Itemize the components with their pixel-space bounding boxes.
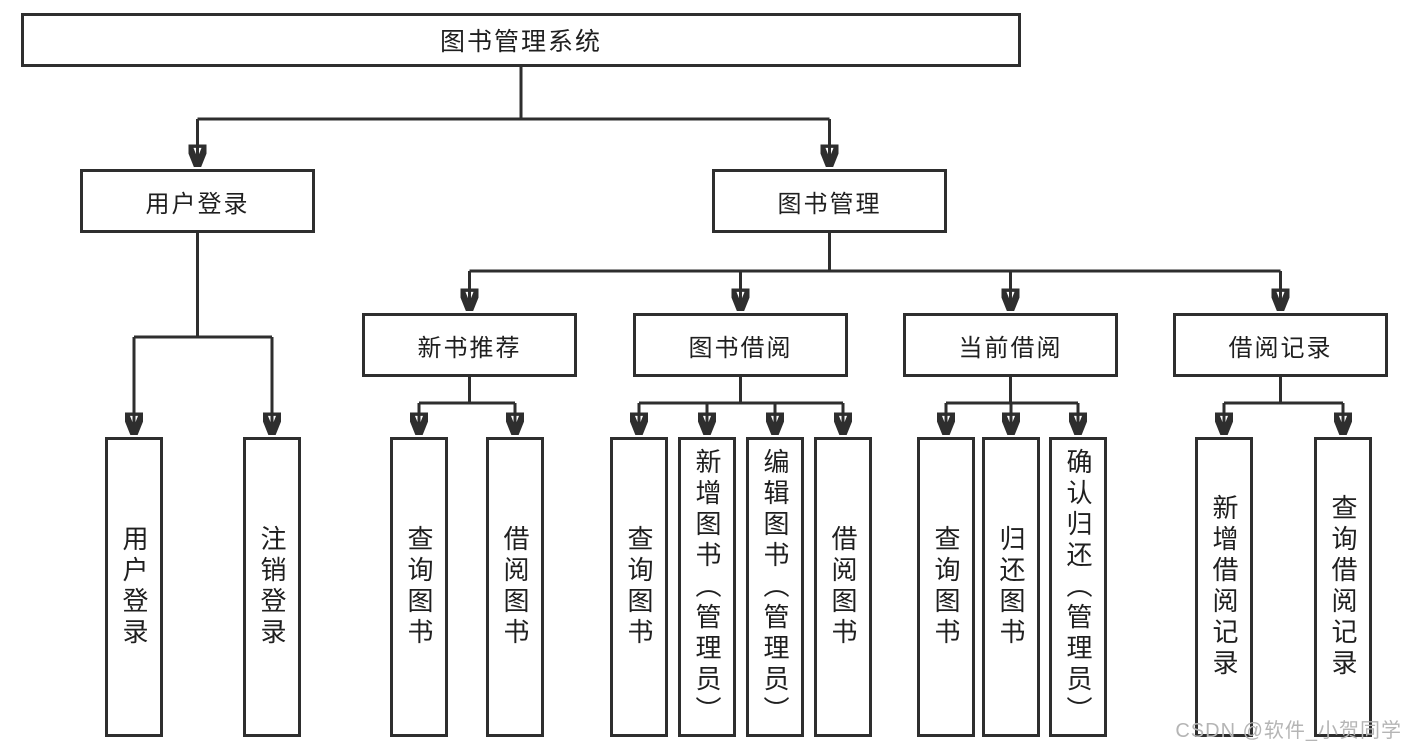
node-cur-query-books: 查询图书 [917,437,975,737]
node-user-login-leaf: 用户登录 [105,437,163,737]
node-bw-add-books-admin: 新增图书（管理员） [678,437,736,737]
node-nb-query-books: 查询图书 [390,437,448,737]
connector-records-trunk [1224,377,1343,405]
node-logout-leaf: 注销登录 [243,437,301,737]
node-borrowing-records: 借阅记录 [1173,313,1388,377]
connector-login-trunk [134,233,272,339]
connector-borrowing-trunk [639,377,843,405]
node-cur-return-books: 归还图书 [982,437,1040,737]
connector-new-books-trunk [419,377,515,405]
node-bw-borrow-books: 借阅图书 [814,437,872,737]
csdn-watermark: CSDN @软件_小贺同学 [1175,720,1402,742]
node-bw-edit-books-admin: 编辑图书（管理员） [746,437,804,737]
node-current-borrowing: 当前借阅 [903,313,1118,377]
node-bw-query-books: 查询图书 [610,437,668,737]
connector-root-trunk [197,67,830,121]
connector-management-trunk [469,233,1281,273]
connector-current-trunk [946,377,1078,405]
node-book-borrowing: 图书借阅 [633,313,848,377]
node-rec-query-record: 查询借阅记录 [1314,437,1372,737]
node-user-login-branch: 用户登录 [80,169,315,233]
node-nb-borrow-books: 借阅图书 [486,437,544,737]
node-book-management-branch: 图书管理 [712,169,947,233]
node-root-system: 图书管理系统 [21,13,1021,67]
node-rec-add-record: 新增借阅记录 [1195,437,1253,737]
node-new-books: 新书推荐 [362,313,577,377]
node-cur-confirm-return-admin: 确认归还（管理员） [1049,437,1107,737]
